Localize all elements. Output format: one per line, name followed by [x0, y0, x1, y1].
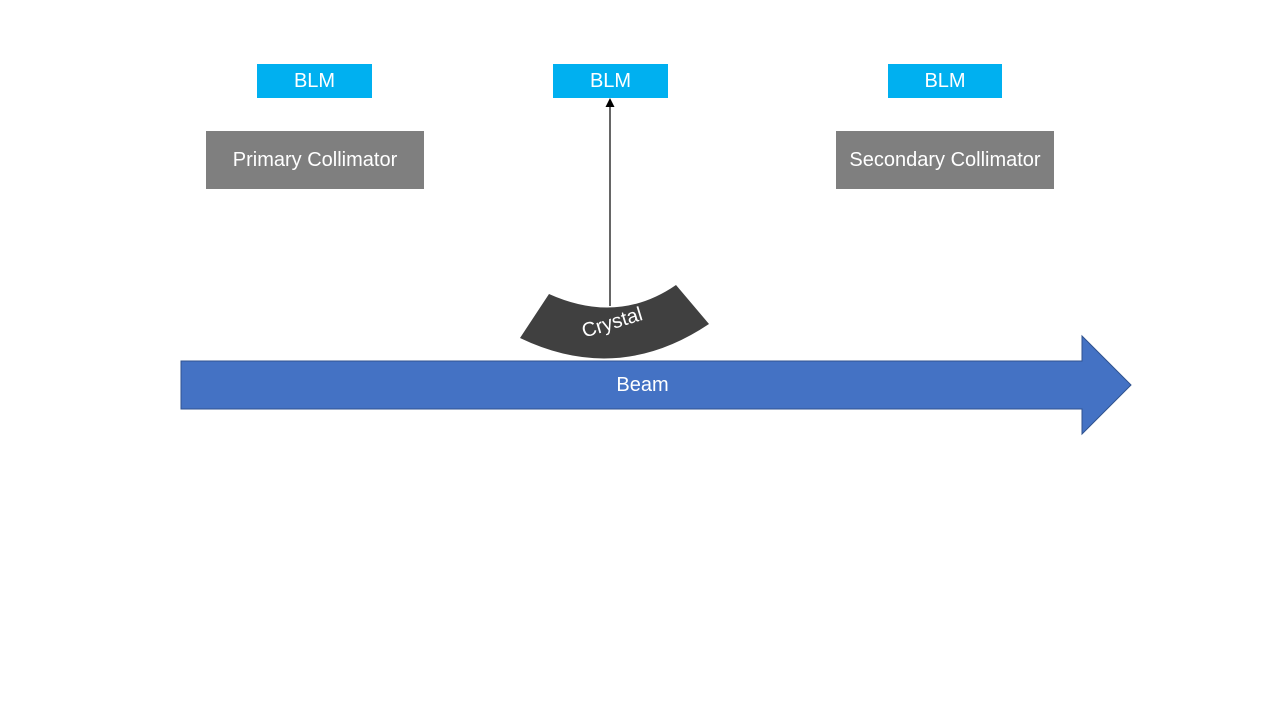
blm-box-crystal: BLM [553, 64, 668, 98]
secondary-collimator-box: Secondary Collimator [836, 131, 1054, 189]
deflection-arrow-head [605, 98, 615, 107]
secondary-collimator-label: Secondary Collimator [849, 148, 1041, 171]
primary-collimator-box: Primary Collimator [206, 131, 424, 189]
beam-arrow [180, 334, 1132, 436]
beam-label-container: Beam [180, 361, 1105, 409]
beam-label: Beam [616, 373, 669, 396]
primary-collimator-label: Primary Collimator [232, 148, 398, 171]
blm-box-secondary: BLM [888, 64, 1002, 98]
blm-label: BLM [924, 69, 966, 92]
blm-label: BLM [293, 69, 336, 92]
crystal-shape [520, 285, 709, 359]
blm-box-primary: BLM [257, 64, 372, 98]
blm-label: BLM [589, 69, 632, 92]
